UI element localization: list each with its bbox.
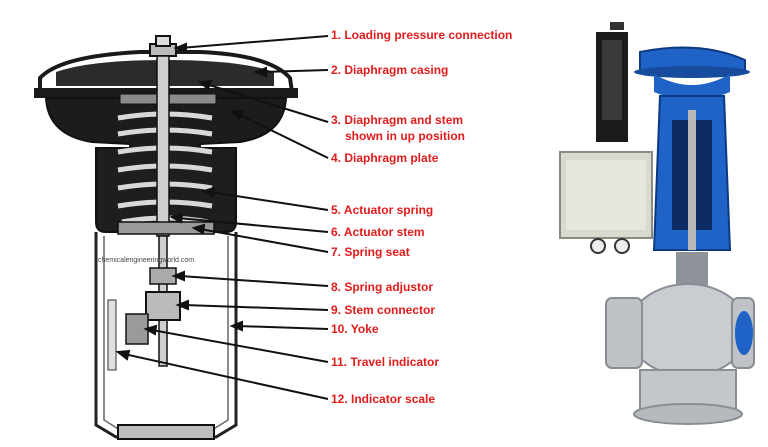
actuator-stem [156,55,170,237]
label-diaphragm-and-stem-line2: shown in up position [345,129,465,143]
watermark-text: chemicalengineeringworld.com [98,257,194,264]
label-travel-indicator: 11. Travel indicator [331,355,440,369]
label-stem-connector: 9. Stem connector [331,303,436,317]
indicator-scale [107,299,117,371]
label-spring-adjustor: 8. Spring adjustor [331,280,434,294]
label-diaphragm-plate: 4. Diaphragm plate [331,151,439,165]
label-yoke: 10. Yoke [331,322,379,336]
label-spring-seat: 7. Spring seat [331,245,410,259]
control-valve-photo [559,22,755,425]
spring-seat [117,221,215,235]
label-actuator-stem: 6. Actuator stem [331,225,425,239]
label-loading-pressure-connection: 1. Loading pressure connection [331,28,513,42]
stem-connector [145,291,181,321]
label-diaphragm-casing: 2. Diaphragm casing [331,63,449,77]
label-diaphragm-and-stem: 3. Diaphragm and stem [331,113,464,127]
label-actuator-spring: 5. Actuator spring [331,203,434,217]
label-indicator-scale: 12. Indicator scale [331,392,436,406]
